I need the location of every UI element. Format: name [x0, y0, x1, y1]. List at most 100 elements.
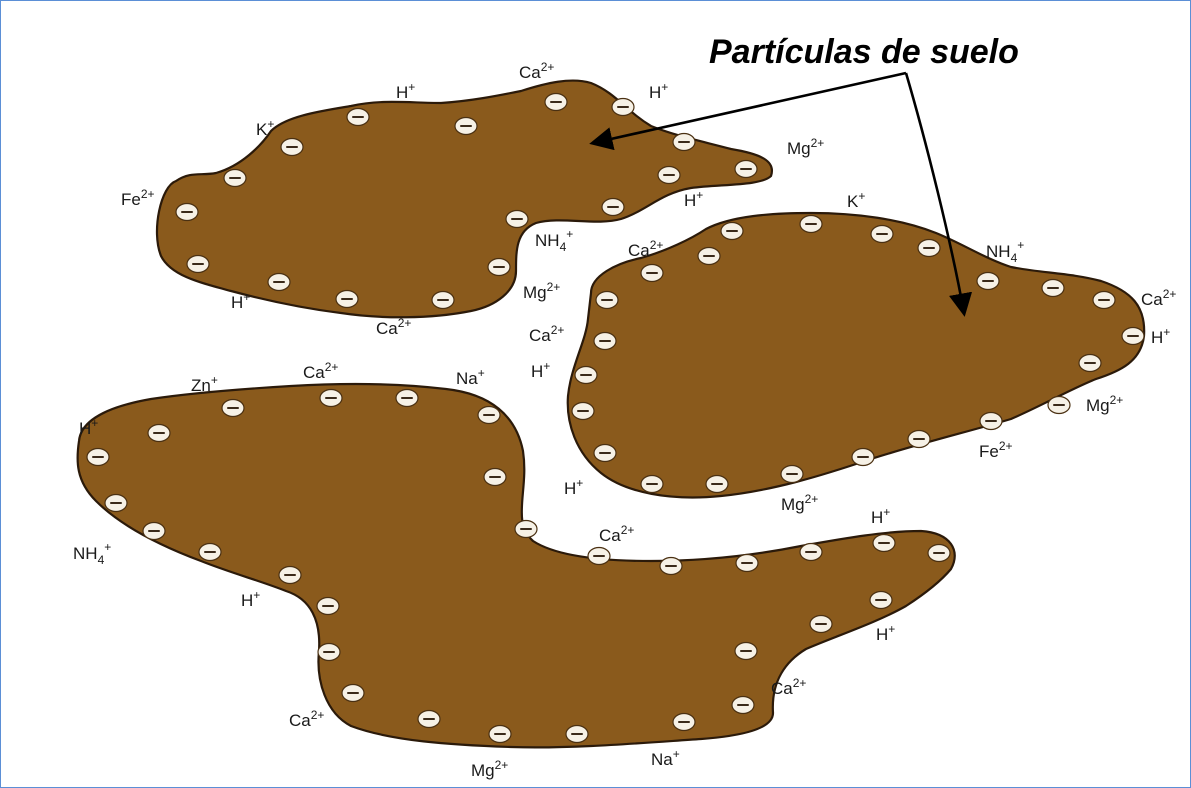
negative-charge-icon [545, 94, 567, 111]
negative-charge-icon [506, 211, 528, 228]
negative-charge-icon [852, 449, 874, 466]
negative-charge-icon [572, 403, 594, 420]
negative-charge-icon [735, 161, 757, 178]
negative-charge-icon [432, 292, 454, 309]
negative-charge-icon [575, 367, 597, 384]
negative-charge-icon [721, 223, 743, 240]
negative-charge-icon [488, 259, 510, 276]
negative-charge-icon [222, 400, 244, 417]
negative-charge-icon [176, 204, 198, 221]
negative-charge-icon [673, 714, 695, 731]
negative-charge-icon [873, 535, 895, 552]
negative-charge-icon [594, 333, 616, 350]
ion-label: H+ [564, 476, 583, 498]
ion-label: H+ [241, 588, 260, 610]
pointer-arrow-to-top-particle [593, 73, 906, 143]
ion-label: NH4+ [986, 238, 1024, 265]
negative-charge-icon [279, 567, 301, 584]
ion-label: NH4+ [535, 227, 573, 254]
negative-charge-icon [735, 643, 757, 660]
ion-label: Ca2+ [599, 523, 634, 545]
negative-charge-icon [224, 170, 246, 187]
negative-charge-icon [602, 199, 624, 216]
negative-charge-icon [347, 109, 369, 126]
negative-charge-icon [418, 711, 440, 728]
negative-charge-icon [1048, 397, 1070, 414]
negative-charge-icon [396, 390, 418, 407]
ion-label: H+ [871, 505, 890, 527]
ion-label: Ca2+ [771, 676, 806, 698]
negative-charge-icon [673, 134, 695, 151]
negative-charge-icon [566, 726, 588, 743]
negative-charge-icon [641, 265, 663, 282]
ion-label: H+ [684, 188, 703, 210]
negative-charge-icon [143, 523, 165, 540]
ion-label: Ca2+ [529, 323, 564, 345]
ion-label: Mg2+ [523, 280, 560, 302]
ion-label: Ca2+ [289, 708, 324, 730]
negative-charge-icon [281, 139, 303, 156]
negative-charge-icon [594, 445, 616, 462]
ion-label: Mg2+ [781, 492, 818, 514]
ion-label: H+ [876, 622, 895, 644]
ion-label: Ca2+ [1141, 287, 1176, 309]
negative-charge-icon [736, 555, 758, 572]
negative-charge-icon [268, 274, 290, 291]
negative-charge-icon [871, 226, 893, 243]
negative-charge-icon [455, 118, 477, 135]
negative-charge-icon [612, 99, 634, 116]
negative-charge-icon [781, 466, 803, 483]
negative-charge-icon [1079, 355, 1101, 372]
negative-charge-icon [489, 726, 511, 743]
negative-charge-icon [342, 685, 364, 702]
negative-charge-icon [187, 256, 209, 273]
negative-charge-icon [148, 425, 170, 442]
negative-charge-icon [1042, 280, 1064, 297]
negative-charge-icon [484, 469, 506, 486]
ion-label: Ca2+ [376, 316, 411, 338]
ion-label: Mg2+ [787, 136, 824, 158]
negative-charge-icon [928, 545, 950, 562]
negative-charge-icon [918, 240, 940, 257]
negative-charge-icon [870, 592, 892, 609]
negative-charge-icon [800, 544, 822, 561]
negative-charge-icon [318, 644, 340, 661]
negative-charge-icon [588, 548, 610, 565]
negative-charge-icon [515, 521, 537, 538]
negative-charge-icon [87, 449, 109, 466]
ion-label: H+ [531, 359, 550, 381]
negative-charge-icon [698, 248, 720, 265]
ion-label: H+ [396, 80, 415, 102]
diagram-title: Partículas de suelo [709, 33, 1019, 71]
negative-charge-icon [658, 167, 680, 184]
ion-label: Ca2+ [519, 60, 554, 82]
negative-charge-icon [320, 390, 342, 407]
negative-charge-icon [478, 407, 500, 424]
ion-label: Ca2+ [303, 360, 338, 382]
ion-label: H+ [231, 290, 250, 312]
negative-charge-icon [810, 616, 832, 633]
ion-label: Fe2+ [121, 187, 155, 209]
negative-charge-icon [908, 431, 930, 448]
negative-charge-icon [1093, 292, 1115, 309]
ion-label: H+ [1151, 325, 1170, 347]
ion-label: Mg2+ [1086, 393, 1123, 415]
negative-charge-icon [706, 476, 728, 493]
negative-charge-icon [660, 558, 682, 575]
ion-label: Na+ [456, 366, 485, 388]
ion-label: Mg2+ [471, 758, 508, 780]
ion-label: NH4+ [73, 540, 111, 567]
ion-label: H+ [649, 80, 668, 102]
negative-charge-icon [641, 476, 663, 493]
negative-charge-icon [800, 216, 822, 233]
negative-charge-icon [732, 697, 754, 714]
negative-charge-icon [596, 292, 618, 309]
negative-charge-icon [105, 495, 127, 512]
negative-charge-icon [317, 598, 339, 615]
negative-charge-icon [977, 273, 999, 290]
negative-charge-icon [199, 544, 221, 561]
negative-charge-icon [980, 413, 1002, 430]
negative-charge-icon [1122, 328, 1144, 345]
